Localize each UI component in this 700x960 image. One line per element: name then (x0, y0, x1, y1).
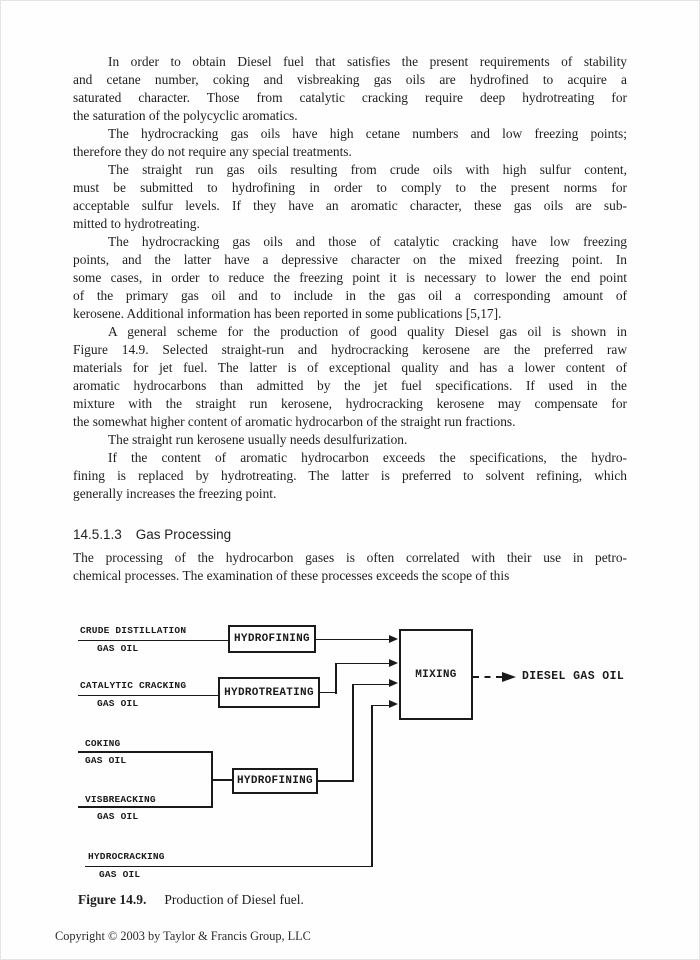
input-sublabel-gas-oil: GAS OIL (97, 643, 139, 654)
section-number: 14.5.1.3 (73, 527, 122, 542)
process-box-mixing: MIXING (399, 629, 473, 720)
body-text-line: mixture with the straight run kerosene, … (73, 396, 627, 411)
input-label-crude-distillation: CRUDE DISTILLATION (80, 625, 187, 636)
body-text-line: therefore they do not require any specia… (73, 144, 352, 159)
flow-line (211, 751, 213, 808)
flow-line (352, 683, 389, 685)
input-label-hydrocracking: HYDROCRACKING (88, 851, 165, 862)
figure-caption-text: Production of Diesel fuel. (164, 892, 304, 907)
body-text-line: points, and the latter have a depressive… (73, 252, 627, 267)
copyright-notice: Copyright © 2003 by Taylor & Francis Gro… (55, 929, 311, 943)
body-text-line: and cetane number, coking and visbreakin… (73, 72, 627, 87)
arrowhead-icon (389, 658, 398, 667)
body-text-line: The hydrocracking gas oils have high cet… (108, 126, 627, 141)
flow-line (78, 751, 213, 753)
figure-caption: Figure 14.9. Production of Diesel fuel. (78, 891, 304, 909)
body-text-line: kerosene. Additional information has bee… (73, 306, 502, 321)
input-sublabel-gas-oil: GAS OIL (97, 698, 139, 709)
body-text-line: aromatic hydrocarbons than admitted by t… (73, 378, 627, 393)
input-label-coking: COKING (85, 738, 121, 749)
flow-line (335, 662, 389, 664)
body-text-continued: The processing of the hydrocarbon gases … (73, 549, 627, 585)
body-text-line: Figure 14.9. Selected straight-run and h… (73, 342, 627, 357)
arrowhead-icon (502, 671, 516, 682)
flow-line (85, 865, 372, 867)
body-text-line: of the primary gas oil and to include in… (73, 288, 627, 303)
arrowhead-icon (389, 700, 398, 708)
flow-line (335, 662, 337, 694)
body-text-line: materials for jet fuel. The latter is of… (73, 360, 627, 375)
flow-line (318, 780, 353, 782)
input-sublabel-gas-oil: GAS OIL (97, 811, 139, 822)
flow-line (78, 806, 213, 808)
flow-line (320, 691, 336, 694)
body-text-line: some cases, in order to reduce the freez… (73, 270, 627, 285)
flow-line (371, 704, 373, 867)
arrowhead-icon (389, 634, 398, 643)
body-text-line: acceptable sulfur levels. If they have a… (73, 198, 627, 213)
section-title: Gas Processing (135, 527, 232, 542)
figure-caption-label: Figure 14.9. (78, 892, 147, 907)
flow-line (78, 639, 228, 641)
process-box-hydrotreating: HYDROTREATING (218, 677, 320, 708)
body-text: In order to obtain Diesel fuel that sati… (73, 53, 627, 503)
input-sublabel-gas-oil: GAS OIL (85, 755, 127, 766)
flow-line (213, 779, 232, 781)
input-label-catalytic-cracking: CATALYTIC CRACKING (80, 680, 187, 691)
body-text-line: The straight run gas oils resulting from… (108, 162, 627, 177)
output-label-diesel-gas-oil: DIESEL GAS OIL (522, 670, 625, 683)
flow-line (316, 638, 389, 640)
body-text-line: mitted to hydrotreating. (73, 216, 200, 231)
flow-line (352, 683, 354, 782)
body-text-line: generally increases the freezing point. (73, 486, 277, 501)
section-heading: 14.5.1.3 Gas Processing (73, 527, 231, 543)
body-text-line: the somewhat higher content of aromatic … (73, 414, 516, 429)
flow-line (371, 704, 389, 706)
flow-line (78, 694, 218, 696)
body-text-line: the saturation of the polycyclic aromati… (73, 108, 298, 123)
arrowhead-icon (389, 679, 398, 687)
body-text-line: saturated character. Those from catalyti… (73, 90, 627, 105)
flow-line-dashed (473, 676, 502, 678)
process-box-hydrofining-top: HYDROFINING (228, 625, 316, 653)
body-text-line: The straight run kerosene usually needs … (108, 432, 408, 447)
body-text-line: If the content of aromatic hydrocarbon e… (108, 450, 627, 465)
body-text-line: The processing of the hydrocarbon gases … (73, 550, 627, 565)
process-box-hydrofining-bottom: HYDROFINING (232, 768, 318, 794)
body-text-line: A general scheme for the production of g… (108, 324, 627, 339)
body-text-line: chemical processes. The examination of t… (73, 568, 510, 583)
input-sublabel-gas-oil: GAS OIL (99, 869, 141, 880)
body-text-line: fining is replaced by hydrotreating. The… (73, 468, 627, 483)
flow-diagram: CRUDE DISTILLATION GAS OIL HYDROFINING C… (0, 620, 700, 892)
body-text-line: The hydrocracking gas oils and those of … (108, 234, 627, 249)
input-label-visbreaking: VISBREACKING (85, 794, 156, 805)
body-text-line: In order to obtain Diesel fuel that sati… (108, 54, 627, 69)
body-text-line: must be submitted to hydrofining in orde… (73, 180, 627, 195)
